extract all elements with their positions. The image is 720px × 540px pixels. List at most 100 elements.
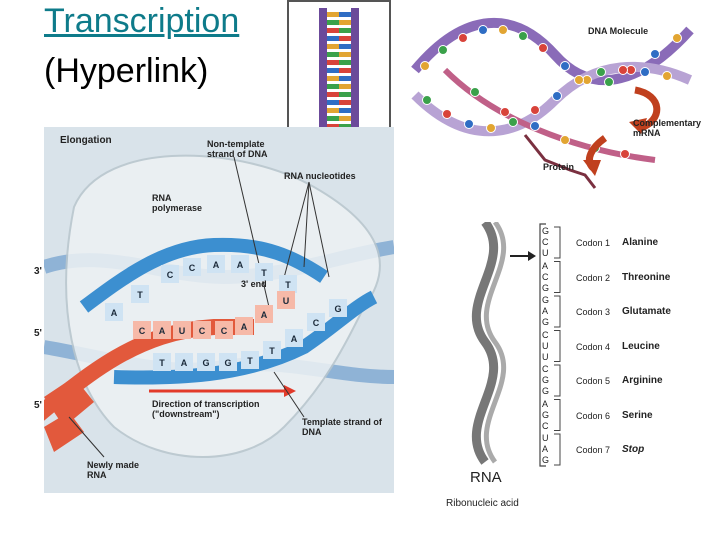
nucleotide-bead <box>552 91 562 101</box>
base-block <box>173 321 191 339</box>
base-letter: C <box>189 263 196 273</box>
base-block <box>255 305 273 323</box>
ladder-rung-left <box>327 116 339 121</box>
nucleotide-bead <box>478 25 488 35</box>
title-hyperlink[interactable]: Transcription <box>44 2 240 40</box>
base-block <box>131 285 149 303</box>
nucleotide-bead <box>604 77 614 87</box>
base-block <box>193 321 211 339</box>
amino-acid-label: Arginine <box>622 375 663 386</box>
codon-base-letter: G <box>542 386 550 396</box>
codon-label: Codon 4 <box>576 341 611 352</box>
codon-base-letter: A <box>542 398 549 409</box>
ladder-rung-right <box>339 84 351 89</box>
base-letter: U <box>179 326 186 336</box>
codon-bracket <box>554 261 561 293</box>
base-letter: T <box>247 356 253 366</box>
nucleotide-bead <box>538 43 548 53</box>
ladder-rung-right <box>339 124 351 129</box>
codon-base-letter: G <box>542 455 550 465</box>
base-block <box>235 317 253 335</box>
ladder-rung-right <box>339 108 351 113</box>
ladder-rung-left <box>327 100 339 105</box>
codon-label: Codon 1 <box>576 238 611 248</box>
codon-bracket <box>554 399 561 431</box>
amino-acid-label: Stop <box>622 444 645 455</box>
nucleotide-bead <box>574 75 584 85</box>
ladder-rung-right <box>339 12 351 17</box>
codon-bracket <box>554 433 561 466</box>
ladder-rung-left <box>327 76 339 81</box>
base-letter: C <box>167 270 174 280</box>
base-block <box>153 353 171 371</box>
nucleotide-bead <box>438 45 448 55</box>
base-letter: A <box>241 322 248 332</box>
base-letter: A <box>291 334 298 344</box>
ladder-rung-right <box>339 52 351 57</box>
nucleotide-bead <box>518 31 528 41</box>
ladder-rung-right <box>339 60 351 65</box>
base-letter: A <box>213 260 220 270</box>
nucleotide-bead <box>596 67 606 77</box>
base-block <box>105 303 123 321</box>
base-letter: A <box>111 308 118 318</box>
codon-base-letter: A <box>542 306 549 316</box>
ladder-rung-left <box>327 52 339 57</box>
amino-acid-label: Threonine <box>622 271 671 283</box>
codon-base-letter: C <box>542 364 549 374</box>
codon-label: Codon 7 <box>576 445 611 455</box>
codon-base-letter: G <box>542 295 550 305</box>
base-block <box>153 321 171 339</box>
ladder-rung-right <box>339 92 351 97</box>
base-letter: C <box>221 326 228 336</box>
codon-bracket <box>554 330 561 362</box>
protein-label: Protein <box>543 162 575 172</box>
base-letter: A <box>181 358 188 368</box>
nucleotide-bead <box>530 121 540 131</box>
nontemplate-label: Non-template strand of DNA <box>207 139 268 159</box>
base-letter: T <box>137 290 143 300</box>
codon-base-letter: U <box>542 248 549 258</box>
base-block <box>255 263 273 281</box>
nucleotide-bead <box>530 105 540 115</box>
ladder-rung-right <box>339 100 351 105</box>
base-block <box>329 299 347 317</box>
five-prime-marker-a: 5' <box>34 328 42 339</box>
codon-bracket <box>554 295 561 328</box>
base-letter: U <box>283 296 290 306</box>
base-letter: A <box>159 326 166 336</box>
base-letter: T <box>285 280 291 290</box>
ladder-rung-right <box>339 20 351 25</box>
ladder-rung-left <box>327 124 339 129</box>
ladder-rung-left <box>327 84 339 89</box>
amino-acid-label: Glutamate <box>622 306 671 317</box>
ladder-rung-left <box>327 44 339 49</box>
nucleotide-bead <box>560 61 570 71</box>
base-block <box>277 291 295 309</box>
base-letter: G <box>202 358 209 368</box>
base-block <box>175 353 193 371</box>
base-block <box>161 265 179 283</box>
ladder-rung-right <box>339 28 351 33</box>
amino-acid-label: Alanine <box>622 237 659 248</box>
base-block <box>285 329 303 347</box>
ladder-rung-right <box>339 116 351 121</box>
title-subtitle: (Hyperlink) <box>44 52 209 90</box>
codon-base-letter: G <box>542 409 550 420</box>
codon-bracket <box>554 226 561 259</box>
dna-molecule-label: DNA Molecule <box>588 26 649 36</box>
base-letter: T <box>269 346 275 356</box>
three-prime-end-label: 3' end <box>241 279 267 289</box>
base-letter: T <box>261 268 267 278</box>
base-block <box>263 341 281 359</box>
ladder-rung-left <box>327 68 339 73</box>
base-block <box>307 313 325 331</box>
nucleotide-bead <box>458 33 468 43</box>
codon-label: Codon 3 <box>576 307 611 317</box>
direction-label: Direction of transcription ("downstream"… <box>152 399 260 419</box>
base-letter: T <box>159 358 165 368</box>
codon-base-letter: A <box>542 444 549 454</box>
base-block <box>219 353 237 371</box>
nucleotide-bead <box>420 61 430 71</box>
